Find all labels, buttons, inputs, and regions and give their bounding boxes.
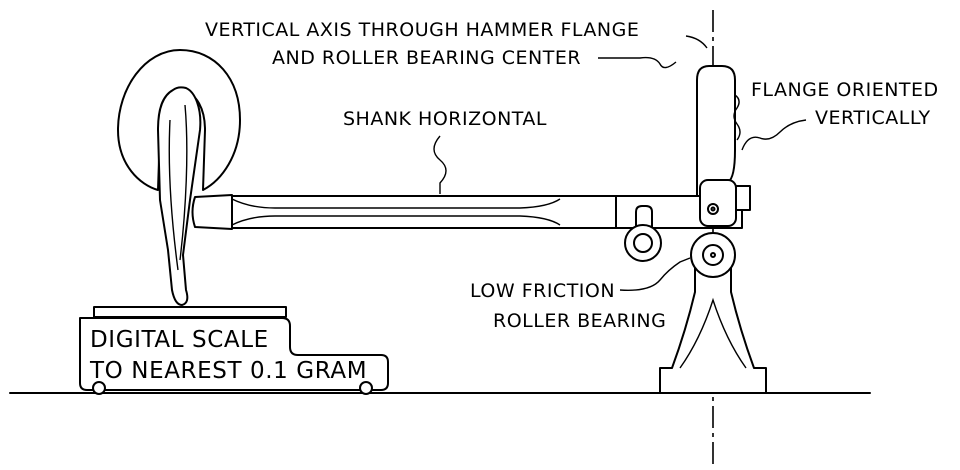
shank-leader	[433, 135, 447, 194]
roller-label-line2: ROLLER BEARING	[493, 310, 666, 332]
flange-label-line2: VERTICALLY	[815, 107, 931, 129]
hammer-molding-inner	[168, 119, 179, 271]
flange-assembly	[615, 65, 751, 262]
hammer-shank	[191, 194, 617, 230]
shank-taper-left	[231, 198, 561, 209]
vertical-axis-leader-2	[598, 56, 677, 69]
hanging-roller-outer	[624, 224, 662, 262]
flange-knob-body	[699, 179, 737, 227]
hammer-head	[117, 49, 241, 306]
hammer-molding	[157, 86, 202, 306]
shank-body	[231, 195, 617, 229]
scale-label-line2: TO NEAREST 0.1 GRAM	[89, 358, 367, 384]
scale-foot-left	[92, 381, 106, 395]
vertical-axis-label-line2: AND ROLLER BEARING CENTER	[272, 47, 581, 69]
roller-label-line1: LOW FRICTION	[470, 280, 615, 302]
scale-body	[79, 317, 389, 391]
scale-label-line1: DIGITAL SCALE	[90, 327, 269, 353]
scale-foot-right	[359, 381, 373, 395]
digital-scale: DIGITAL SCALE TO NEAREST 0.1 GRAM	[79, 306, 389, 395]
flange-pin-center	[710, 206, 716, 212]
flange-label-line1: FLANGE ORIENTED	[751, 79, 939, 101]
flange-leader	[741, 119, 807, 151]
scale-platform	[93, 306, 287, 318]
roller-bearing-outer	[690, 232, 736, 278]
shank-label: SHANK HORIZONTAL	[343, 108, 547, 130]
roller-leader	[619, 257, 691, 291]
roller-bearing-center	[710, 252, 716, 258]
shank-collar	[191, 194, 233, 230]
flange-vertical	[696, 65, 736, 197]
flange-wavy-edge	[733, 94, 741, 141]
hanging-roller-inner	[633, 233, 653, 253]
flange-pin	[707, 203, 719, 215]
vertical-axis-label-line1: VERTICAL AXIS THROUGH HAMMER FLANGE	[205, 19, 639, 41]
hammer-molding-inner2	[179, 104, 188, 261]
vertical-axis-leader-1	[685, 35, 708, 49]
flange-knob-screw	[735, 185, 751, 211]
shank-taper-left-b	[231, 215, 561, 226]
roller-bearing-inner	[702, 244, 724, 266]
roller-bearing-stand	[659, 232, 767, 394]
stand-body	[659, 259, 767, 394]
stand-inner	[679, 297, 747, 369]
